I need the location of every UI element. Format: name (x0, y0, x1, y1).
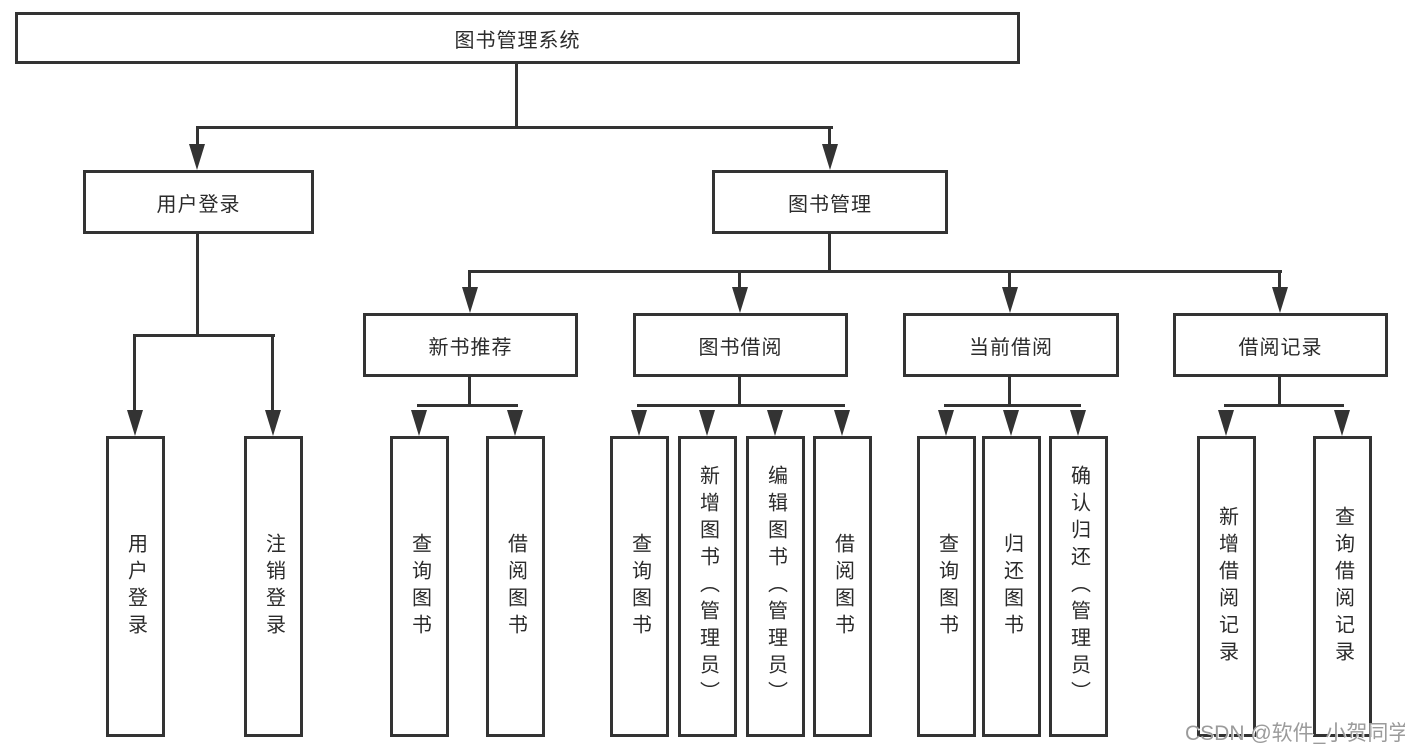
connector-user-login-horizontal (133, 334, 275, 337)
leaf-label: 注销登录 (262, 532, 285, 641)
connector-level3-drop (738, 270, 741, 288)
leaf-borrow-books-recommend: 借阅图书 (486, 436, 545, 737)
arrow-down-icon (767, 410, 783, 436)
leaf-label: 新增借阅记录 (1215, 505, 1238, 668)
arrow-down-icon (1334, 410, 1350, 436)
arrow-down-icon (699, 410, 715, 436)
connector-records-horizontal (1224, 404, 1344, 407)
leaf-query-books-borrowing: 查询图书 (610, 436, 669, 737)
leaf-label: 编辑图书（管理员） (764, 465, 787, 708)
arrow-down-icon (1070, 410, 1086, 436)
arrow-down-icon (732, 287, 748, 313)
leaf-label: 查询借阅记录 (1331, 505, 1354, 668)
connector-current-horizontal (944, 404, 1081, 407)
connector-leaf-drop (133, 334, 136, 410)
arrow-down-icon (1272, 287, 1288, 313)
connector-level3-horizontal (468, 270, 1282, 273)
node-label: 图书管理系统 (454, 29, 581, 52)
leaf-add-borrow-record: 新增借阅记录 (1197, 436, 1256, 737)
leaf-label: 确认归还（管理员） (1067, 465, 1090, 708)
arrow-down-icon (822, 144, 838, 170)
node-new-book-recommendation: 新书推荐 (363, 313, 578, 377)
leaf-borrow-books-borrowing: 借阅图书 (813, 436, 872, 737)
leaf-confirm-return-admin: 确认归还（管理员） (1049, 436, 1108, 737)
csdn-watermark: CSDN @软件_小贺同学 (1185, 722, 1405, 745)
node-label: 用户登录 (156, 193, 241, 216)
node-label: 借阅记录 (1238, 336, 1323, 359)
connector-level3-drop (1008, 270, 1011, 288)
node-book-management: 图书管理 (712, 170, 948, 234)
arrow-down-icon (507, 410, 523, 436)
arrow-down-icon (1218, 410, 1234, 436)
connector-book-management-stem (828, 234, 831, 273)
arrow-down-icon (127, 410, 143, 436)
leaf-query-books-recommend: 查询图书 (390, 436, 449, 737)
arrow-down-icon (834, 410, 850, 436)
leaf-label: 查询图书 (935, 532, 958, 641)
leaf-label: 借阅图书 (831, 532, 854, 641)
arrow-down-icon (265, 410, 281, 436)
connector-level2-horizontal (196, 126, 833, 129)
connector-recommend-horizontal (417, 404, 518, 407)
connector-records-stem (1278, 377, 1281, 407)
arrow-down-icon (938, 410, 954, 436)
leaf-label: 查询图书 (408, 532, 431, 641)
arrow-down-icon (411, 410, 427, 436)
node-label: 新书推荐 (428, 336, 513, 359)
leaf-label: 新增图书（管理员） (696, 465, 719, 708)
node-book-borrowing: 图书借阅 (633, 313, 848, 377)
arrow-down-icon (462, 287, 478, 313)
leaf-label: 借阅图书 (504, 532, 527, 641)
connector-level3-drop (1278, 270, 1281, 288)
leaf-label: 查询图书 (628, 532, 651, 641)
node-user-login: 用户登录 (83, 170, 314, 234)
connector-borrowing-horizontal (637, 404, 845, 407)
connector-leaf-drop (271, 334, 274, 410)
connector-recommend-stem (468, 377, 471, 407)
leaf-return-book: 归还图书 (982, 436, 1041, 737)
connector-level3-drop (468, 270, 471, 288)
leaf-label: 归还图书 (1000, 532, 1023, 641)
leaf-query-books-current: 查询图书 (917, 436, 976, 737)
connector-book-management-drop (828, 126, 831, 148)
leaf-query-borrow-record: 查询借阅记录 (1313, 436, 1372, 737)
node-library-management-system: 图书管理系统 (15, 12, 1020, 64)
leaf-edit-book-admin: 编辑图书（管理员） (746, 436, 805, 737)
connector-user-login-stem (196, 234, 199, 337)
leaf-user-login: 用户登录 (106, 436, 165, 737)
arrow-down-icon (631, 410, 647, 436)
connector-root-stem (515, 64, 518, 128)
connector-current-stem (1008, 377, 1011, 407)
leaf-logout: 注销登录 (244, 436, 303, 737)
arrow-down-icon (189, 144, 205, 170)
arrow-down-icon (1003, 410, 1019, 436)
node-label: 图书管理 (788, 193, 872, 216)
connector-borrowing-stem (738, 377, 741, 407)
node-borrowing-records: 借阅记录 (1173, 313, 1388, 377)
node-label: 当前借阅 (969, 336, 1053, 359)
arrow-down-icon (1002, 287, 1018, 313)
leaf-add-book-admin: 新增图书（管理员） (678, 436, 737, 737)
connector-user-login-drop (196, 126, 199, 148)
node-label: 图书借阅 (698, 336, 783, 359)
node-current-borrowing: 当前借阅 (903, 313, 1119, 377)
leaf-label: 用户登录 (124, 532, 147, 641)
